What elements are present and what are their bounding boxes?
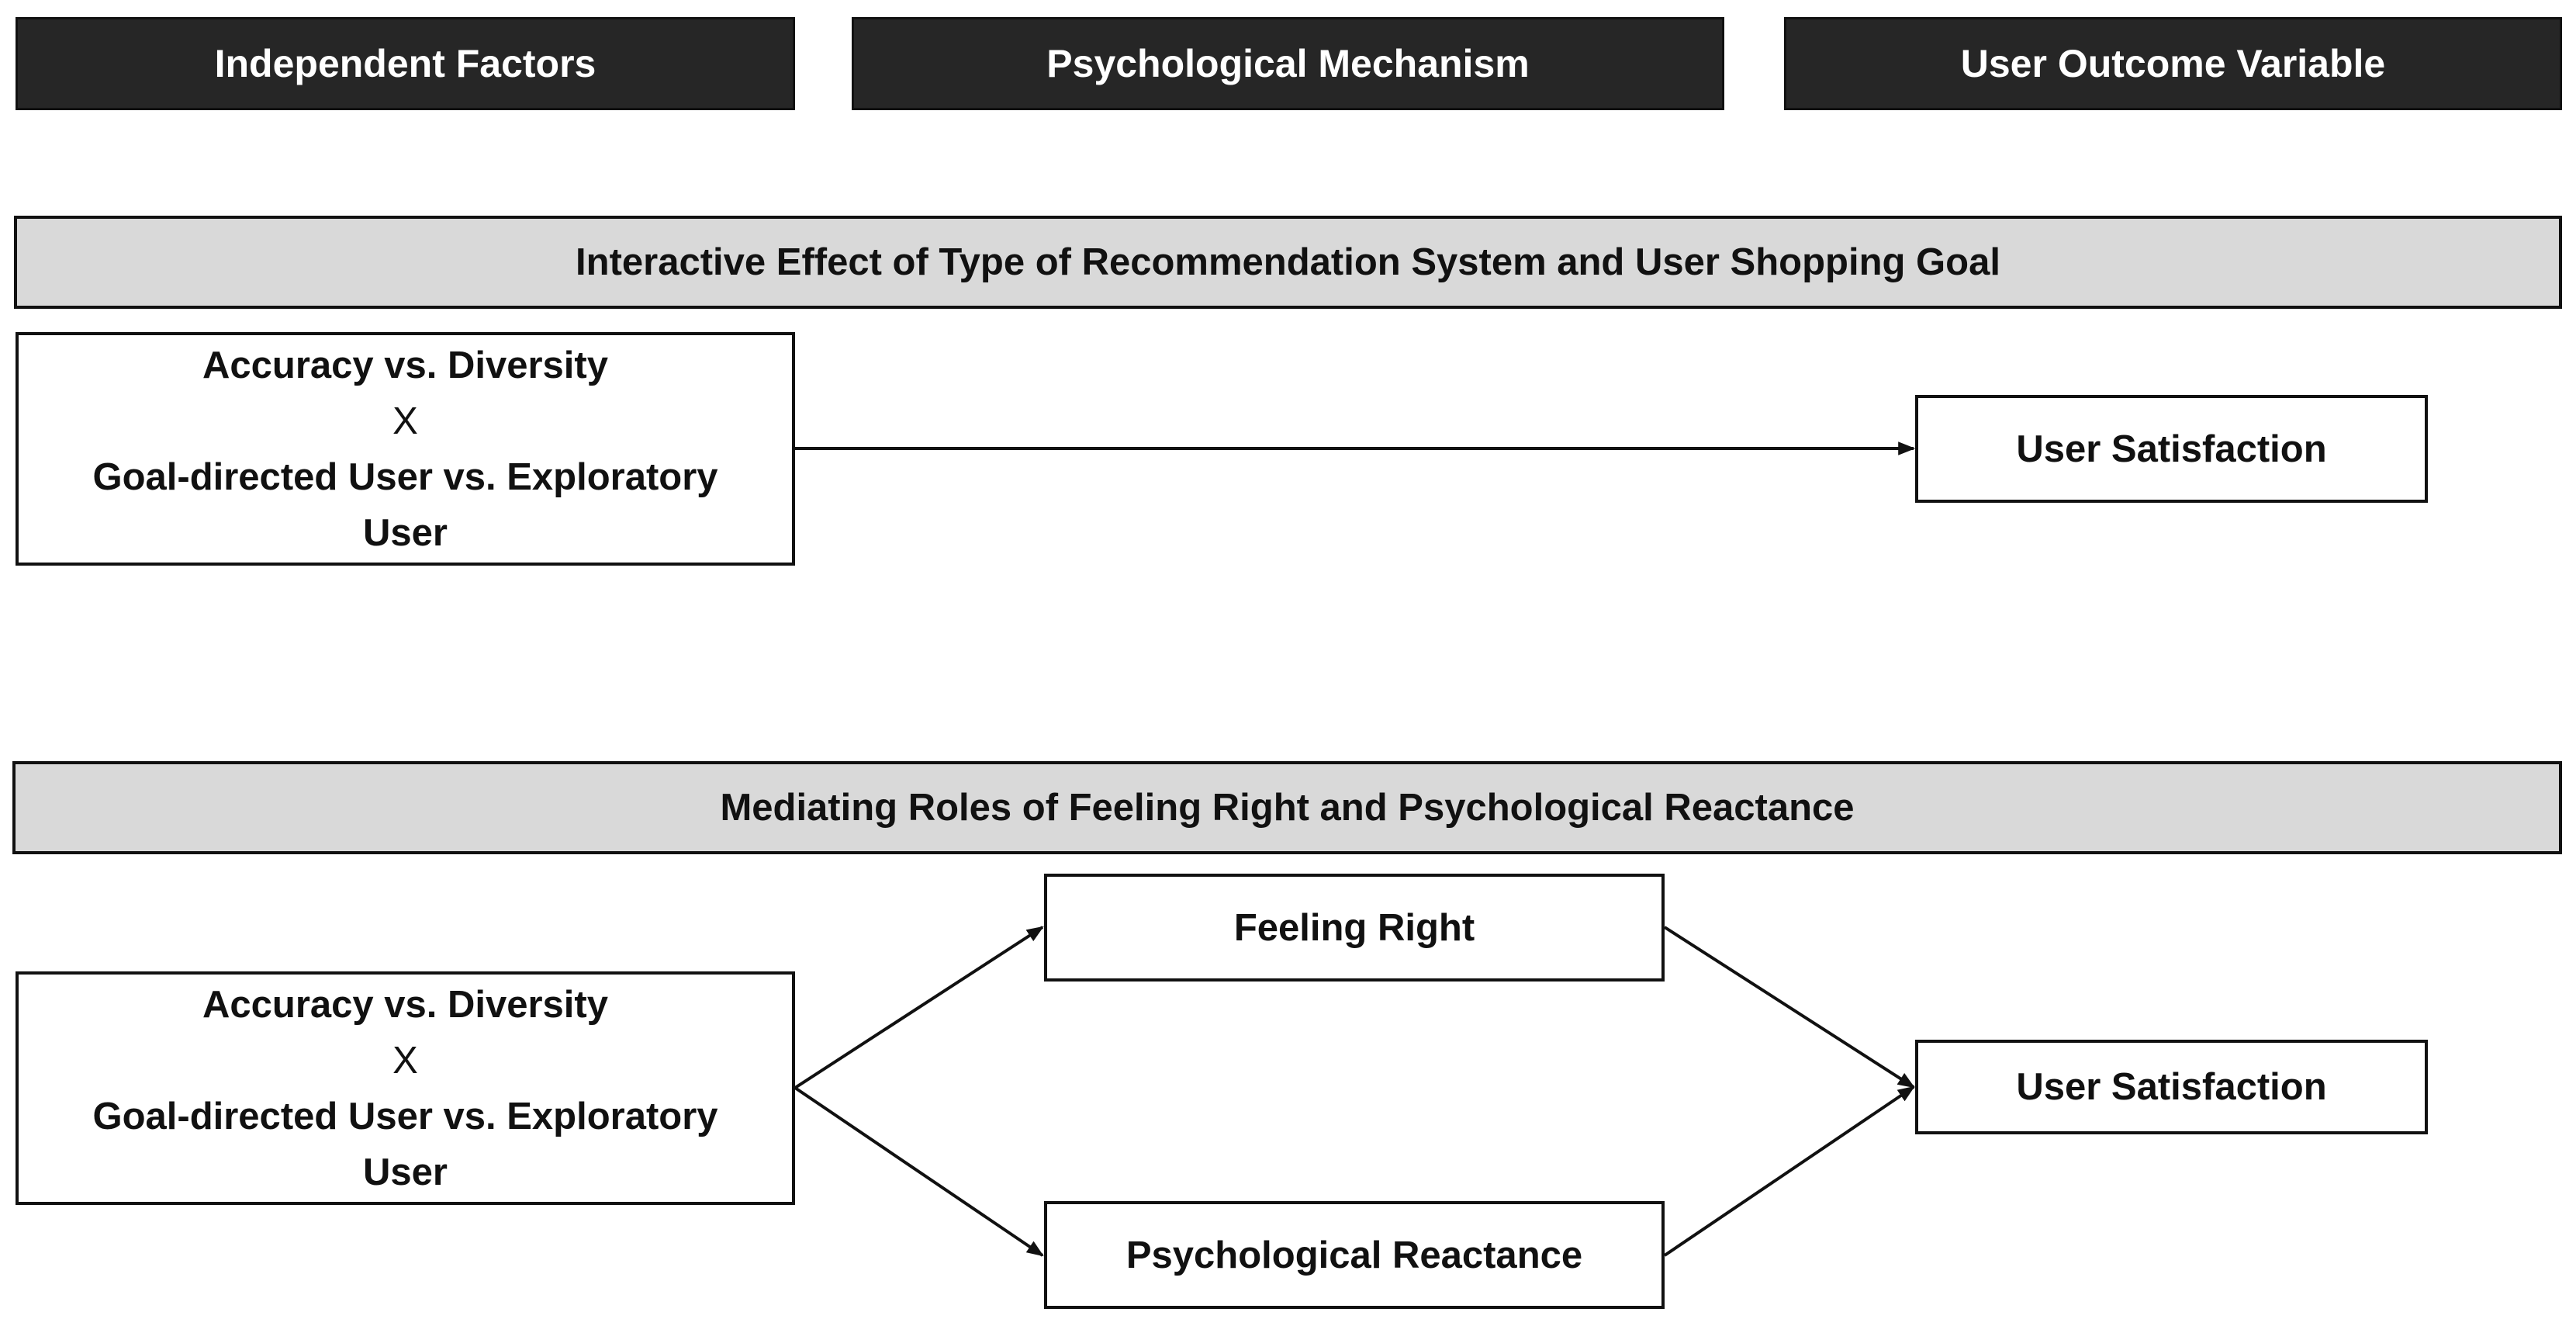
header-user-outcome-variable: User Outcome Variable	[1784, 17, 2562, 110]
section2-outcome-box: User Satisfaction	[1915, 1040, 2428, 1134]
header-psychological-mechanism: Psychological Mechanism	[852, 17, 1724, 110]
header-independent-factors: Independent Factors	[16, 17, 795, 110]
arrow-factor-to-reactance	[794, 1086, 1044, 1257]
section2-factor-line2: Goal-directed User vs. Exploratory	[92, 1095, 718, 1137]
arrow-factor-to-feeling-right	[794, 926, 1044, 1089]
section2-factor-times: X	[392, 1039, 418, 1082]
arrow-feeling-right-to-outcome	[1663, 926, 1915, 1089]
section2-mediator-reactance-box: Psychological Reactance	[1044, 1201, 1665, 1309]
section2-outcome-label: User Satisfaction	[2016, 1066, 2327, 1108]
section1-factor-line2: Goal-directed User vs. Exploratory	[92, 455, 718, 498]
section1-factor-line3: User	[363, 511, 448, 554]
section2-factor-box: Accuracy vs. Diversity X Goal-directed U…	[16, 971, 795, 1205]
section1-factor-line1: Accuracy vs. Diversity	[202, 344, 608, 386]
section2-mediator-feeling-right-label: Feeling Right	[1233, 906, 1475, 949]
section2-title-bar: Mediating Roles of Feeling Right and Psy…	[12, 761, 2562, 854]
section1-outcome-label: User Satisfaction	[2016, 428, 2327, 470]
section1-outcome-box: User Satisfaction	[1915, 395, 2428, 503]
arrow-reactance-to-outcome	[1663, 1085, 1915, 1257]
section2-title: Mediating Roles of Feeling Right and Psy…	[720, 787, 1855, 829]
section2-mediator-reactance-label: Psychological Reactance	[1125, 1234, 1583, 1276]
section1-factor-box: Accuracy vs. Diversity X Goal-directed U…	[16, 332, 795, 566]
section2-mediator-feeling-right-box: Feeling Right	[1044, 874, 1665, 982]
header-psychological-mechanism-label: Psychological Mechanism	[1046, 42, 1530, 85]
section1-title-bar: Interactive Effect of Type of Recommenda…	[14, 216, 2562, 309]
section1-title: Interactive Effect of Type of Recommenda…	[576, 241, 2000, 283]
section2-factor-line3: User	[363, 1151, 448, 1193]
header-independent-factors-label: Independent Factors	[214, 42, 596, 85]
section2-factor-line1: Accuracy vs. Diversity	[202, 983, 608, 1026]
section1-factor-times: X	[392, 400, 418, 442]
header-user-outcome-variable-label: User Outcome Variable	[1960, 42, 2386, 85]
